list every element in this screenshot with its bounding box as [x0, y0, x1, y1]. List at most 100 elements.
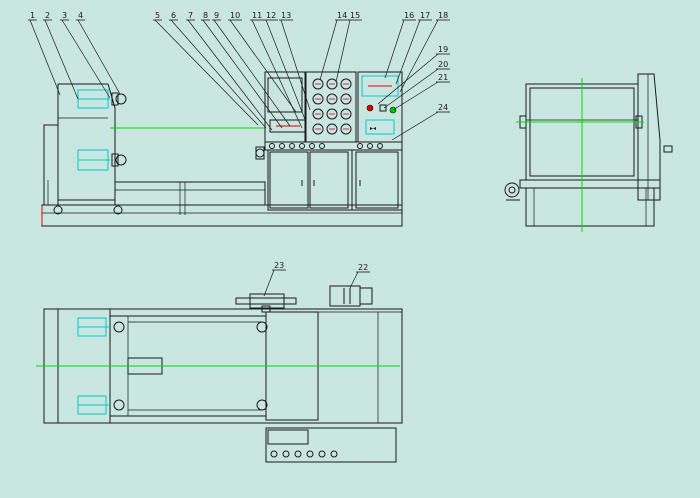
gauge	[312, 123, 324, 135]
control-switch	[379, 104, 387, 112]
callout-label-10: 10	[230, 11, 240, 20]
gauge	[326, 78, 338, 90]
side-wheel	[504, 182, 520, 201]
lower-handwheel	[111, 153, 127, 167]
callout-label-15: 15	[350, 11, 360, 20]
top-buttons	[270, 450, 338, 458]
callout-4: 4	[76, 11, 121, 95]
push-button	[318, 450, 326, 458]
callout-label-7: 7	[188, 11, 193, 20]
side-bracket	[663, 145, 673, 153]
push-button	[367, 143, 373, 149]
callout-label-19: 19	[438, 45, 448, 54]
cabinet-door-3	[355, 151, 399, 209]
side-base-top	[519, 179, 661, 189]
push-button	[306, 450, 314, 458]
front-buttons	[269, 143, 383, 149]
callout-label-9: 9	[214, 11, 219, 20]
push-button	[319, 143, 325, 149]
callout-15: 15	[335, 11, 362, 83]
push-button	[377, 143, 383, 149]
push-button	[270, 450, 278, 458]
gauge-group	[312, 78, 352, 135]
push-button	[282, 450, 290, 458]
base-feet-left	[53, 205, 123, 215]
callout-13: 13	[279, 11, 311, 111]
motor-23	[235, 293, 297, 313]
callout-label-22: 22	[358, 263, 368, 272]
top-handwheels	[113, 321, 268, 411]
callout-label-18: 18	[438, 11, 448, 20]
callout-5: 5	[153, 11, 259, 126]
callout-9: 9	[212, 11, 291, 127]
callout-label-14: 14	[337, 11, 347, 20]
callout-20: 20	[383, 60, 450, 109]
callout-19: 19	[377, 45, 450, 105]
callout-6: 6	[169, 11, 267, 129]
callout-label-2: 2	[45, 11, 50, 20]
callout-label-16: 16	[404, 11, 414, 20]
side-base	[525, 187, 655, 227]
callout-22: 22	[349, 263, 370, 289]
callout-label-21: 21	[438, 73, 448, 82]
bed-rail	[114, 181, 266, 206]
callout-label-13: 13	[281, 11, 291, 20]
callout-label-20: 20	[438, 60, 448, 69]
cabinet-door-2	[309, 151, 349, 209]
control-display	[361, 75, 399, 97]
front-view: ▸◂	[41, 71, 403, 227]
gauge	[312, 93, 324, 105]
gauge	[340, 93, 352, 105]
top-control-keypad	[267, 429, 309, 445]
callout-label-6: 6	[171, 11, 176, 20]
callout-label-12: 12	[266, 11, 276, 20]
red-indicator	[366, 104, 374, 112]
gauge	[340, 108, 352, 120]
cabinet-door-1	[269, 151, 309, 209]
callout-12: 12	[264, 11, 307, 123]
side-view	[504, 73, 673, 232]
push-button	[269, 143, 275, 149]
callout-21: 21	[392, 73, 450, 111]
gauge	[312, 78, 324, 90]
callout-label-1: 1	[30, 11, 35, 20]
keypad-glyph: ▸◂	[370, 125, 376, 132]
gauge	[312, 108, 324, 120]
callout-label-3: 3	[62, 11, 67, 20]
motor-22	[329, 285, 373, 307]
carriage-handwheel	[255, 146, 265, 160]
gauge	[326, 123, 338, 135]
callout-3: 3	[60, 11, 111, 99]
control-keypad	[365, 119, 395, 135]
callout-label-8: 8	[203, 11, 208, 20]
upper-handwheel	[111, 92, 127, 106]
callout-1: 1	[28, 11, 61, 96]
push-button	[330, 450, 338, 458]
callout-label-17: 17	[420, 11, 430, 20]
callout-label-4: 4	[78, 11, 83, 20]
push-button	[299, 143, 305, 149]
callout-14: 14	[319, 11, 349, 81]
callout-2: 2	[43, 11, 79, 100]
callout-16: 16	[384, 11, 416, 79]
callout-label-5: 5	[155, 11, 160, 20]
push-button	[289, 143, 295, 149]
callout-23: 23	[263, 261, 286, 297]
left-column	[43, 124, 59, 206]
callout-24: 24	[391, 103, 450, 141]
cabinet	[267, 149, 403, 211]
callout-8: 8	[201, 11, 283, 129]
callout-label-11: 11	[252, 11, 262, 20]
gauge	[340, 78, 352, 90]
push-button	[357, 143, 363, 149]
callout-11: 11	[250, 11, 303, 129]
push-button	[309, 143, 315, 149]
push-button	[294, 450, 302, 458]
gauge	[326, 93, 338, 105]
top-view	[36, 285, 403, 463]
gauge	[340, 123, 352, 135]
left-head-housing	[57, 83, 116, 201]
